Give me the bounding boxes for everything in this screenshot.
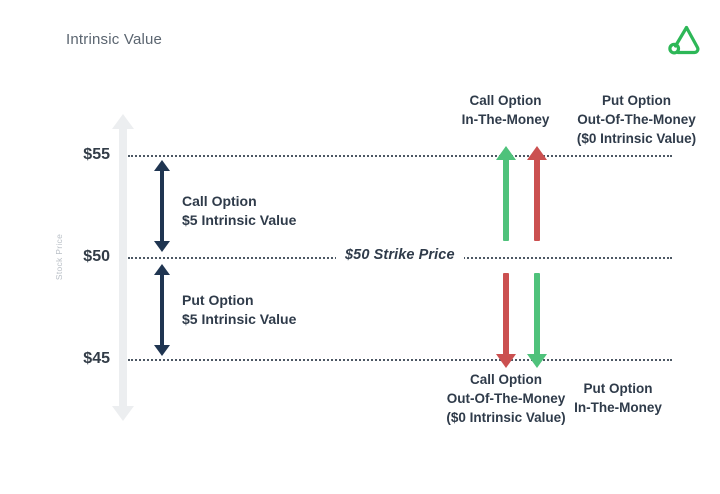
put-out-of-the-money-arrow — [527, 146, 547, 241]
put-intrinsic-label-line2: $5 Intrinsic Value — [182, 311, 297, 327]
y-axis-line — [119, 128, 127, 408]
callout-put-otm-line3: ($0 Intrinsic Value) — [576, 131, 697, 146]
grid-line-55 — [128, 155, 672, 157]
call-out-of-the-money-arrow — [496, 273, 516, 368]
call-intrinsic-label: Call Option $5 Intrinsic Value — [182, 192, 296, 230]
arrowhead-down-icon — [496, 354, 516, 368]
brand-logo-icon — [664, 20, 704, 60]
arrow-shaft — [534, 157, 540, 241]
grid-line-45 — [128, 359, 672, 361]
arrowhead-down-icon — [154, 345, 170, 356]
arrow-shaft — [534, 273, 540, 357]
call-intrinsic-label-line1: Call Option — [182, 193, 257, 209]
arrowhead-up-icon — [154, 160, 170, 171]
callout-put-in-the-money: Put Option In-The-Money — [520, 379, 716, 417]
callout-call-otm-line2: Out-Of-The-Money — [446, 391, 566, 406]
callout-put-out-of-the-money: Put Option Out-Of-The-Money ($0 Intrinsi… — [529, 91, 720, 148]
callout-call-otm-line3: ($0 Intrinsic Value) — [446, 410, 566, 425]
arrow-shaft — [160, 272, 164, 348]
arrow-shaft — [160, 168, 164, 244]
arrowhead-down-icon — [527, 354, 547, 368]
arrowhead-up-icon — [154, 264, 170, 275]
arrow-shaft — [503, 157, 509, 241]
callout-put-itm-line2: In-The-Money — [574, 400, 662, 415]
tick-label-45: $45 — [83, 350, 110, 367]
callout-put-otm-line1: Put Option — [602, 93, 671, 108]
arrow-shaft — [503, 273, 509, 357]
tick-label-50: $50 — [83, 248, 110, 265]
callout-call-itm-line2: In-The-Money — [461, 112, 550, 127]
y-axis-arrow-up-icon — [112, 114, 134, 129]
y-axis-arrow-down-icon — [112, 406, 134, 421]
callout-put-itm-line1: Put Option — [583, 381, 653, 396]
arrowhead-up-icon — [527, 146, 547, 160]
callout-put-otm-line2: Out-Of-The-Money — [577, 112, 696, 127]
arrowhead-up-icon — [496, 146, 516, 160]
page-title: Intrinsic Value — [66, 31, 163, 48]
put-intrinsic-label: Put Option $5 Intrinsic Value — [182, 291, 296, 329]
put-in-the-money-arrow — [527, 273, 547, 368]
put-intrinsic-label-line1: Put Option — [182, 292, 254, 308]
callout-call-out-of-the-money: Call Option Out-Of-The-Money ($0 Intrins… — [375, 370, 637, 427]
callout-call-in-the-money: Call Option In-The-Money — [398, 91, 613, 129]
strike-price-label: $50 Strike Price — [336, 247, 464, 263]
callout-call-otm-line1: Call Option — [470, 372, 542, 387]
call-intrinsic-label-line2: $5 Intrinsic Value — [182, 212, 297, 228]
tick-label-55: $55 — [83, 146, 110, 163]
call-intrinsic-measure-arrow — [154, 160, 170, 252]
arrowhead-down-icon — [154, 241, 170, 252]
put-intrinsic-measure-arrow — [154, 264, 170, 356]
callout-call-itm-line1: Call Option — [469, 93, 542, 108]
call-in-the-money-arrow — [496, 146, 516, 241]
